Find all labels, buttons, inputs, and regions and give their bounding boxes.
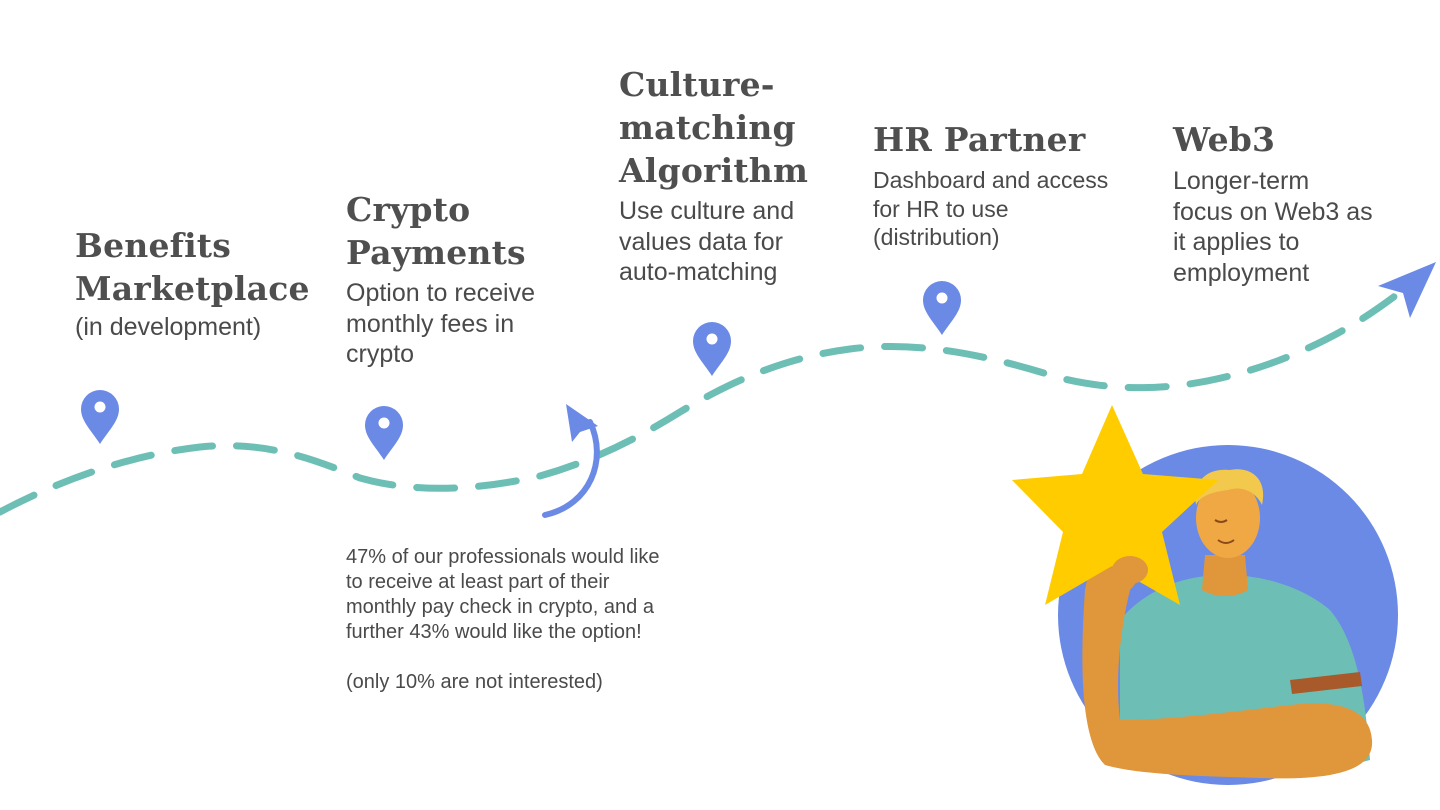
curved-arrow-icon [542,404,600,518]
desc-line: Dashboard and access [873,167,1109,193]
note-line: monthly pay check in crypto, and a [346,596,654,618]
desc-line: Longer-term [1173,167,1310,195]
map-pin-icon [365,406,403,460]
map-pin-icon [693,322,731,376]
milestone-title: Web3 [1173,118,1275,161]
note-line: (only 10% are not interested) [346,671,603,693]
desc-line: (in development) [75,313,262,341]
desc-line: Use culture and [619,197,795,225]
milestone-title: HR Partner [873,118,1085,161]
title-line: HR Partner [873,120,1086,159]
title-line: Marketplace [75,269,310,308]
milestone-description: (in development) [75,312,261,343]
map-pin-icon [81,390,119,444]
desc-line: focus on Web3 as [1173,197,1373,226]
title-line: Culture- [619,65,775,104]
desc-line: it applies to [1173,228,1300,256]
desc-line: auto-matching [619,258,778,286]
milestone-description: Longer-term focus on Web3 as it applies … [1173,166,1373,288]
person-holding-star-illustration [1012,405,1398,785]
desc-line: crypto [346,340,415,368]
desc-line: for HR to use [873,195,1009,222]
note-line: 47% of our professionals would like [346,546,660,568]
note-line: further 43% would like the option! [346,621,642,643]
desc-line: values data for [619,227,783,256]
milestone-description: Option to receive monthly fees in crypto [346,278,535,370]
note-line: to receive at least part of their [346,571,610,593]
desc-line: employment [1173,258,1310,287]
crypto-survey-note: 47% of our professionals would like to r… [346,545,660,695]
desc-line: monthly fees in [346,309,515,338]
title-line: Benefits [75,226,232,265]
milestone-title: Culture- matching Algorithm [619,63,808,192]
title-line: Algorithm [619,151,809,190]
arrowhead-icon [1378,262,1436,318]
title-line: Payments [346,233,526,272]
milestone-title: Crypto Payments [346,188,526,274]
roadmap-path [0,292,1399,516]
milestone-description: Dashboard and access for HR to use (dist… [873,166,1108,252]
desc-line: Option to receive [346,279,535,307]
milestone-title: Benefits Marketplace [75,224,310,310]
milestone-description: Use culture and values data for auto-mat… [619,196,794,288]
desc-line: (distribution) [873,224,1000,250]
title-line: Crypto [346,190,471,229]
map-pin-icon [923,281,961,335]
title-line: matching [619,108,796,147]
title-line: Web3 [1173,120,1276,159]
